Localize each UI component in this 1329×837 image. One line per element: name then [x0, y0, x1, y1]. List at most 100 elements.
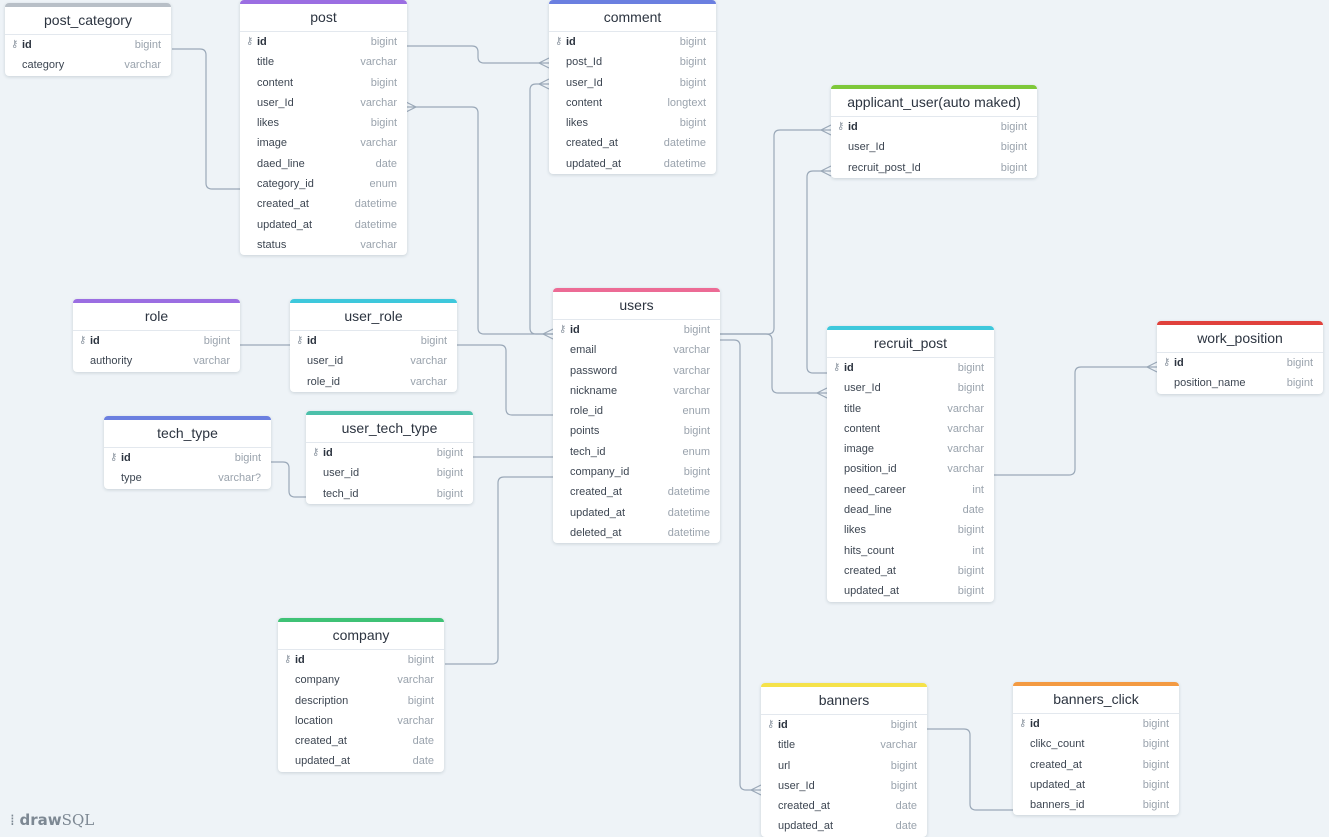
table-title[interactable]: role [73, 303, 240, 331]
table-title[interactable]: post_category [5, 7, 171, 35]
relationship-line[interactable] [445, 476, 553, 665]
table-title[interactable]: work_position [1157, 325, 1323, 353]
table-title[interactable]: tech_type [104, 420, 271, 448]
relationship-line[interactable] [172, 48, 240, 190]
relationship-line[interactable] [406, 45, 549, 64]
relationship-line[interactable] [457, 344, 553, 416]
table-title[interactable]: applicant_user(auto maked) [831, 89, 1037, 117]
table-title[interactable]: user_tech_type [306, 415, 473, 443]
table-title[interactable]: comment [549, 4, 716, 32]
relationship-line[interactable] [927, 728, 1013, 811]
table-title[interactable]: banners [761, 687, 927, 715]
table-title[interactable]: banners_click [1013, 686, 1179, 714]
table-title[interactable]: user_role [290, 303, 457, 331]
relationship-line[interactable] [271, 461, 306, 498]
table-title[interactable]: company [278, 622, 444, 650]
table-title[interactable]: recruit_post [827, 330, 994, 358]
